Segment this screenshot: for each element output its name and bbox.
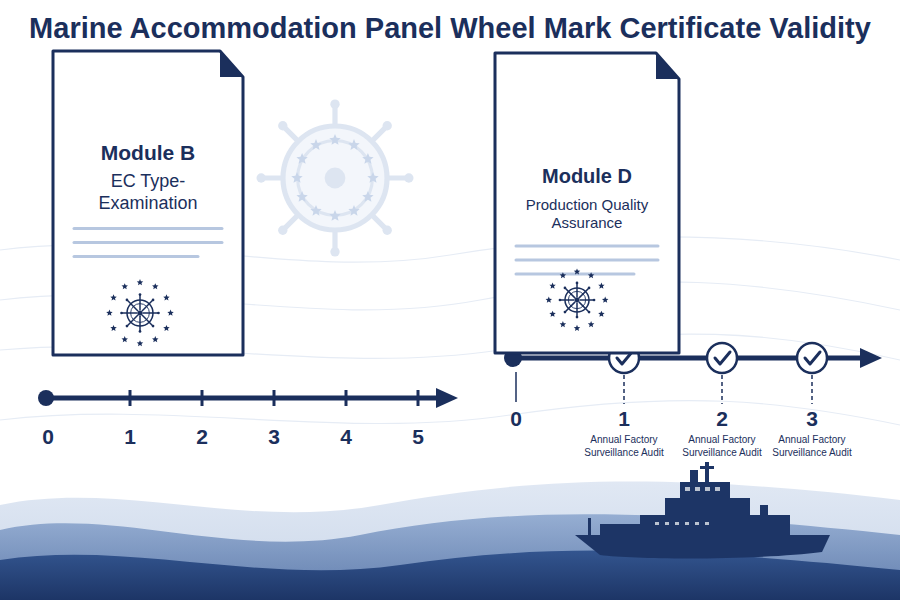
year-number: 1 bbox=[609, 406, 639, 432]
year-number: 5 bbox=[403, 424, 433, 450]
sea-waves bbox=[0, 481, 900, 600]
wheel-mark-emblem bbox=[106, 279, 174, 346]
faint-wheel-mark bbox=[256, 99, 413, 256]
title-text: Marine Accommodation Panel Wheel Mark Ce… bbox=[29, 12, 871, 45]
certificate-document: Module B EC Type-Examination bbox=[50, 48, 246, 358]
audit-label: Annual Factory Surveillance Audit bbox=[578, 434, 670, 459]
year-number: 1 bbox=[115, 424, 145, 450]
module-subtitle: EC Type-Examination bbox=[64, 171, 232, 214]
audit-label: Annual Factory Surveillance Audit bbox=[676, 434, 768, 459]
diagram-title: Marine Accommodation Panel Wheel Mark Ce… bbox=[0, 12, 900, 45]
year-number: 2 bbox=[187, 424, 217, 450]
ship-silhouette bbox=[575, 462, 830, 558]
module-heading: Module D bbox=[506, 164, 668, 188]
year-number: 0 bbox=[33, 424, 63, 450]
year-number: 0 bbox=[501, 406, 531, 432]
module-subtitle: Production Quality Assurance bbox=[506, 196, 668, 232]
year-number: 4 bbox=[331, 424, 361, 450]
module-heading: Module B bbox=[64, 140, 232, 165]
year-number: 2 bbox=[707, 406, 737, 432]
certificate-document: Module D Production Quality Assurance bbox=[492, 50, 682, 356]
year-number: 3 bbox=[797, 406, 827, 432]
wheel-mark-emblem bbox=[546, 268, 609, 331]
timeline-b bbox=[38, 388, 458, 408]
year-number: 3 bbox=[259, 424, 289, 450]
audit-label: Annual Factory Surveillance Audit bbox=[769, 434, 855, 459]
